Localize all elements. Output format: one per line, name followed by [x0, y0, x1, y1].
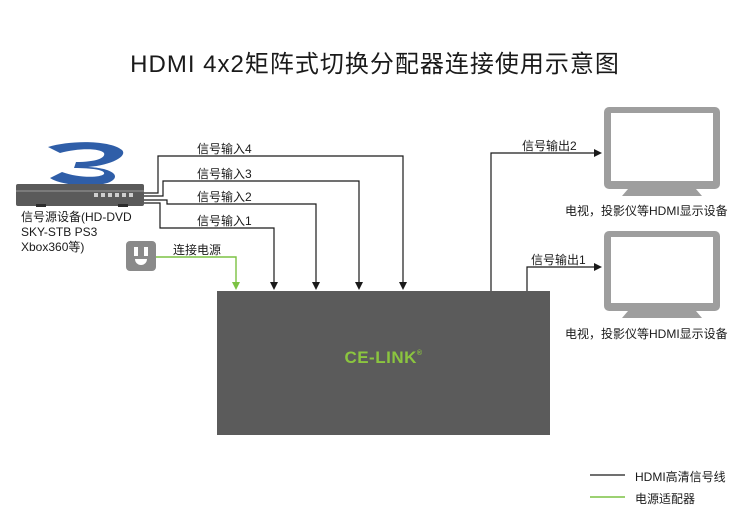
power-wire	[156, 256, 240, 290]
matrix-switch-device	[217, 291, 550, 435]
display-label-2: 电视，投影仪等HDMI显示设备	[565, 204, 728, 218]
power-label: 连接电源	[173, 243, 222, 257]
diagram-title: HDMI 4x2矩阵式切换分配器连接使用示意图	[130, 51, 620, 78]
input-label-4: 信号输入4	[197, 142, 252, 156]
legend-hdmi-label: HDMI高清信号线	[635, 470, 726, 484]
input-wire-1	[144, 202, 278, 290]
input-wire-3	[144, 180, 363, 290]
output-wire-1	[526, 263, 602, 291]
monitor-icon	[604, 231, 720, 318]
input-wire-2	[144, 199, 320, 290]
display-label-1: 电视，投影仪等HDMI显示设备	[565, 327, 728, 341]
source-label-line1: 信号源设备(HD-DVD	[21, 210, 132, 224]
input-label-1: 信号输入1	[197, 214, 252, 228]
monitor-icon	[604, 107, 720, 196]
output-label-1: 信号输出1	[531, 253, 586, 267]
device-brand: CE-LINK®	[344, 348, 423, 367]
legend-power-label: 电源适配器	[635, 492, 696, 506]
bluray-player-icon	[16, 184, 144, 207]
output-wire-2	[490, 149, 602, 291]
source-label-line3: Xbox360等)	[21, 240, 85, 254]
output-label-2: 信号输出2	[522, 139, 577, 153]
source-label-line2: SKY-STB PS3	[21, 225, 98, 239]
power-adapter-icon	[126, 241, 156, 271]
input-label-2: 信号输入2	[197, 190, 252, 204]
input-label-3: 信号输入3	[197, 167, 252, 181]
bluray-logo-icon	[48, 142, 124, 186]
input-wire-4	[144, 155, 407, 290]
